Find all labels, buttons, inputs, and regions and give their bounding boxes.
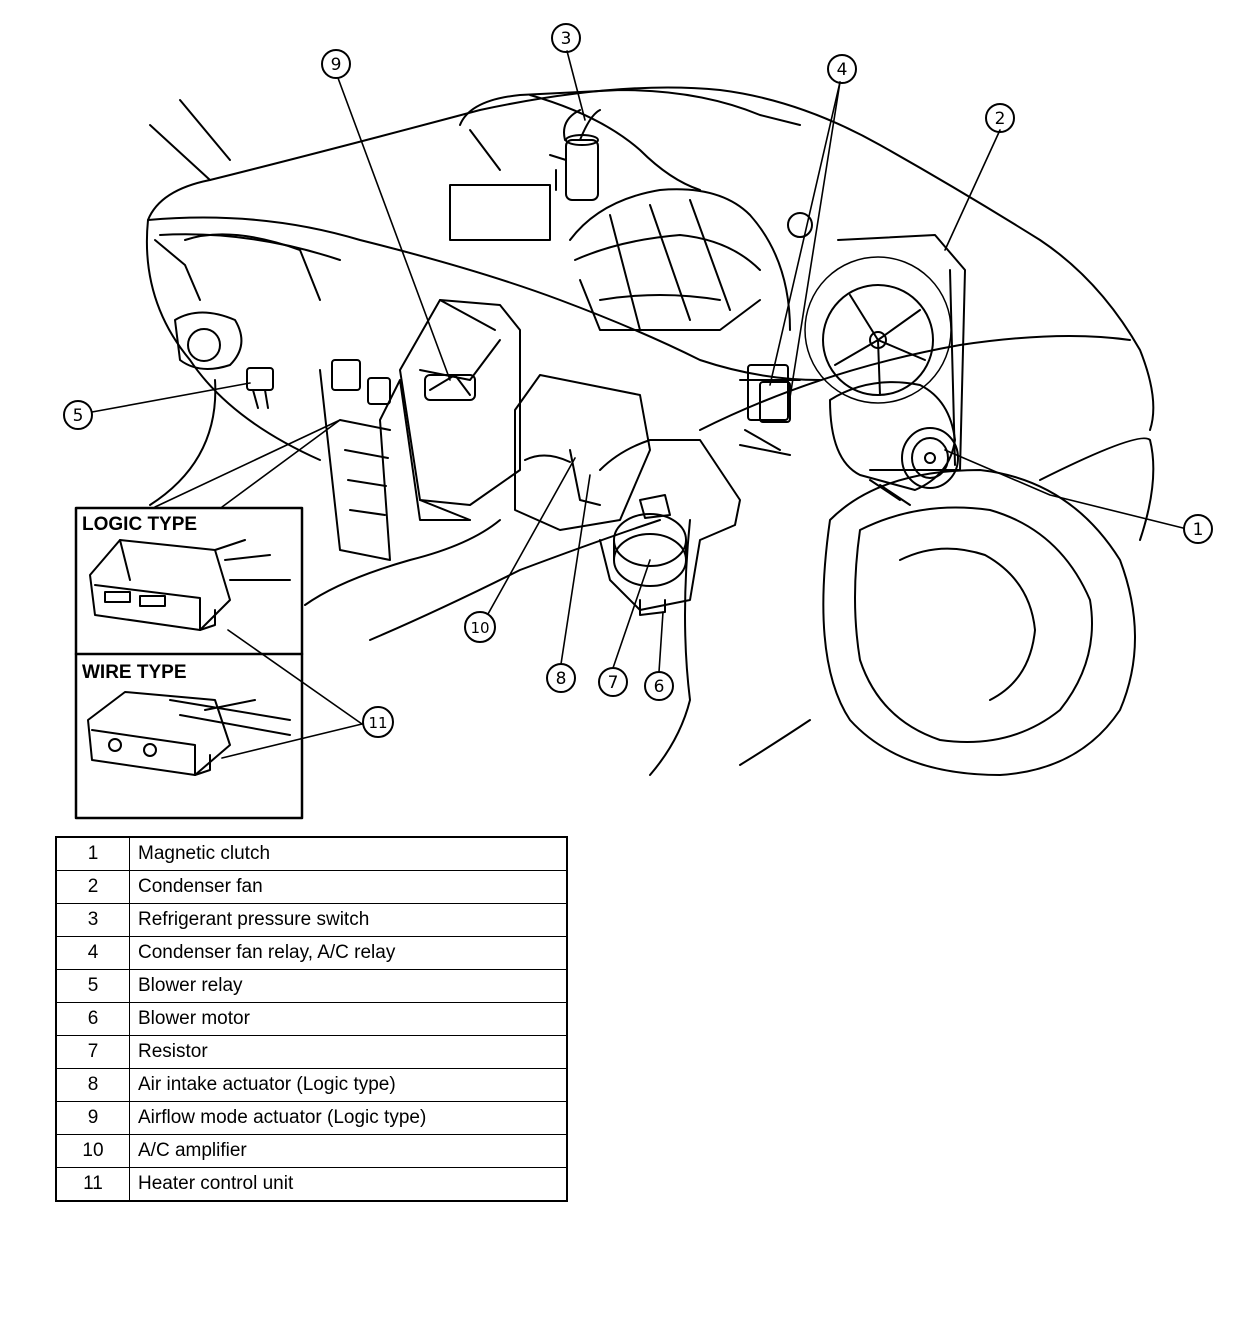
front-wheel [822, 437, 1155, 776]
logic-type-unit [89, 539, 291, 631]
legend-number: 8 [55, 1068, 130, 1102]
legend-row: 4 Condenser fan relay, A/C relay [55, 936, 568, 970]
legend-description: Blower relay [129, 969, 568, 1003]
callout-6: 6 [644, 671, 674, 701]
callout-1: 1 [1183, 514, 1213, 544]
legend-number: 4 [55, 936, 130, 970]
legend-description: Airflow mode actuator (Logic type) [129, 1101, 568, 1135]
callout-2-number: 2 [995, 109, 1006, 129]
heater-unit [399, 299, 521, 521]
engine-outline [449, 89, 813, 331]
callout-10-number: 10 [470, 619, 489, 637]
condenser-fan [804, 234, 966, 471]
callout-4-number: 4 [837, 60, 848, 80]
ac-compressor [829, 381, 959, 506]
legend-description: Blower motor [129, 1002, 568, 1036]
legend-number: 6 [55, 1002, 130, 1036]
legend-row: 8 Air intake actuator (Logic type) [55, 1068, 568, 1102]
callout-9: 9 [321, 49, 351, 79]
legend-row: 7 Resistor [55, 1035, 568, 1069]
wire-type-label: WIRE TYPE [82, 662, 187, 683]
legend-number: 7 [55, 1035, 130, 1069]
legend-description: Air intake actuator (Logic type) [129, 1068, 568, 1102]
legend-row: 10 A/C amplifier [55, 1134, 568, 1168]
component-legend-table: 1 Magnetic clutch 2 Condenser fan 3 Refr… [55, 836, 568, 1202]
legend-number: 11 [55, 1167, 130, 1202]
legend-description: Heater control unit [129, 1167, 568, 1202]
legend-number: 9 [55, 1101, 130, 1135]
callout-9-number: 9 [331, 55, 342, 75]
callout-8: 8 [546, 663, 576, 693]
callout-10: 10 [464, 611, 496, 643]
callout-3: 3 [551, 23, 581, 53]
legend-description: Condenser fan [129, 870, 568, 904]
refrigerant-pressure-switch [549, 109, 601, 201]
legend-row: 6 Blower motor [55, 1002, 568, 1036]
legend-number: 3 [55, 903, 130, 937]
wire-type-unit [87, 691, 291, 776]
legend-row: 1 Magnetic clutch [55, 836, 568, 871]
callout-7: 7 [598, 667, 628, 697]
legend-number: 5 [55, 969, 130, 1003]
legend-row: 9 Airflow mode actuator (Logic type) [55, 1101, 568, 1135]
callout-4: 4 [827, 54, 857, 84]
callout-5-number: 5 [73, 406, 84, 426]
legend-number: 2 [55, 870, 130, 904]
heater-control-inset: LOGIC TYPE WIRE TYPE [74, 506, 304, 820]
callout-8-number: 8 [556, 669, 567, 689]
callout-6-number: 6 [654, 677, 665, 697]
legend-row: 5 Blower relay [55, 969, 568, 1003]
callout-3-number: 3 [561, 29, 572, 49]
legend-description: Magnetic clutch [129, 836, 568, 871]
logic-type-label: LOGIC TYPE [82, 514, 197, 535]
legend-number: 10 [55, 1134, 130, 1168]
legend-row: 2 Condenser fan [55, 870, 568, 904]
legend-row: 3 Refrigerant pressure switch [55, 903, 568, 937]
legend-description: Resistor [129, 1035, 568, 1069]
leader-lines [91, 50, 1184, 759]
callout-2: 2 [985, 103, 1015, 133]
legend-row: 11 Heater control unit [55, 1167, 568, 1202]
legend-number: 1 [55, 836, 130, 871]
legend-description: Refrigerant pressure switch [129, 903, 568, 937]
car-body-outline [145, 86, 1155, 776]
blower-unit [514, 374, 741, 616]
legend-description: A/C amplifier [129, 1134, 568, 1168]
callout-11: 11 [362, 706, 394, 738]
legend-description: Condenser fan relay, A/C relay [129, 936, 568, 970]
blower-relay [246, 367, 274, 409]
callout-7-number: 7 [608, 673, 619, 693]
callout-1-number: 1 [1193, 520, 1204, 540]
callout-11-number: 11 [368, 714, 387, 732]
callout-5: 5 [63, 400, 93, 430]
